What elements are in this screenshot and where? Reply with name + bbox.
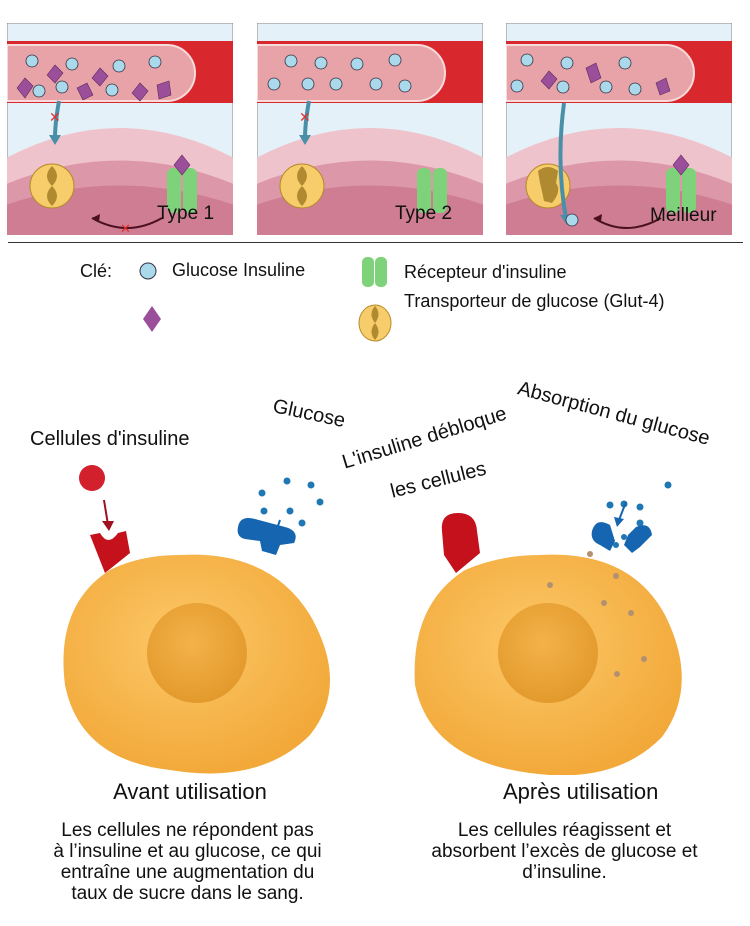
insulin-receptor-icon bbox=[362, 257, 387, 287]
key-title: Clé: bbox=[80, 261, 113, 281]
key-receptor-label: Récepteur d'insuline bbox=[404, 262, 567, 282]
insulin-receptor bbox=[167, 168, 181, 213]
type2-diagram: ✕ bbox=[257, 23, 483, 235]
before-line: entraîne une augmentation du bbox=[60, 862, 315, 883]
glucose-transporter-icon bbox=[358, 304, 392, 342]
glucose-label: Glucose bbox=[270, 395, 348, 433]
insulin-particle bbox=[79, 465, 105, 491]
glucose-transporter-open bbox=[591, 522, 652, 553]
svg-text:✕: ✕ bbox=[120, 222, 131, 235]
before-cell-diagram bbox=[63, 465, 330, 774]
before-heading: Avant utilisation bbox=[113, 779, 267, 804]
panel-label-type2: Type 2 bbox=[395, 203, 453, 224]
insulin-receptor-bound bbox=[441, 513, 480, 573]
glucose-transporter bbox=[279, 163, 325, 209]
divider bbox=[8, 242, 743, 243]
after-line: Les cellules réagissent et bbox=[457, 820, 672, 841]
nucleus bbox=[498, 603, 598, 703]
insulin-molecules bbox=[16, 64, 172, 102]
before-line: à l’insuline et au glucose, ce qui bbox=[53, 841, 322, 862]
insulin-receptor bbox=[417, 168, 431, 213]
glucose-dots bbox=[258, 477, 324, 527]
after-cell-diagram bbox=[414, 481, 682, 775]
after-line: absorbent l’excès de glucose et bbox=[431, 841, 698, 862]
before-line: taux de sucre dans le sang. bbox=[71, 883, 304, 904]
glucose-transporter-blue bbox=[237, 518, 296, 555]
insulin-receptor bbox=[666, 168, 680, 213]
before-line: Les cellules ne répondent pas bbox=[61, 820, 314, 841]
glucose-icon bbox=[139, 262, 157, 280]
insulin-molecules bbox=[540, 62, 671, 96]
key-glucose-insulin-label: Glucose Insuline bbox=[172, 260, 306, 280]
after-heading: Après utilisation bbox=[503, 779, 659, 804]
better-diagram bbox=[506, 23, 732, 235]
glucose-molecules bbox=[510, 53, 642, 96]
svg-text:✕: ✕ bbox=[299, 110, 311, 126]
glucose-transporter bbox=[29, 163, 75, 209]
key-transporter-label: Transporteur de glucose (Glut-4) bbox=[404, 291, 665, 311]
glucose-molecules bbox=[25, 54, 162, 98]
after-description: Les cellules réagissent et absorbent l’e… bbox=[387, 820, 742, 883]
panel-type1: ✕ ✕ Type 1 bbox=[7, 23, 233, 235]
insulin-receptor-red bbox=[90, 531, 130, 573]
type1-diagram: ✕ ✕ bbox=[7, 23, 233, 235]
insulin-icon bbox=[143, 306, 161, 332]
absorbed-glucose-dots bbox=[547, 551, 647, 677]
nucleus bbox=[147, 603, 247, 703]
absorption-label: Absorption du glucose bbox=[515, 377, 713, 450]
panel-type2: ✕ Type 2 bbox=[257, 23, 483, 235]
panel-label-better: Meilleur bbox=[650, 205, 717, 226]
insulin-cells-label: Cellules d'insuline bbox=[30, 428, 190, 450]
before-description: Les cellules ne répondent pas à l’insuli… bbox=[10, 820, 365, 904]
glucose-molecules bbox=[267, 53, 412, 93]
panel-label-type1: Type 1 bbox=[157, 203, 215, 224]
panel-better: Meilleur bbox=[506, 23, 732, 235]
svg-text:✕: ✕ bbox=[49, 110, 61, 126]
after-line: d’insuline. bbox=[522, 862, 607, 883]
